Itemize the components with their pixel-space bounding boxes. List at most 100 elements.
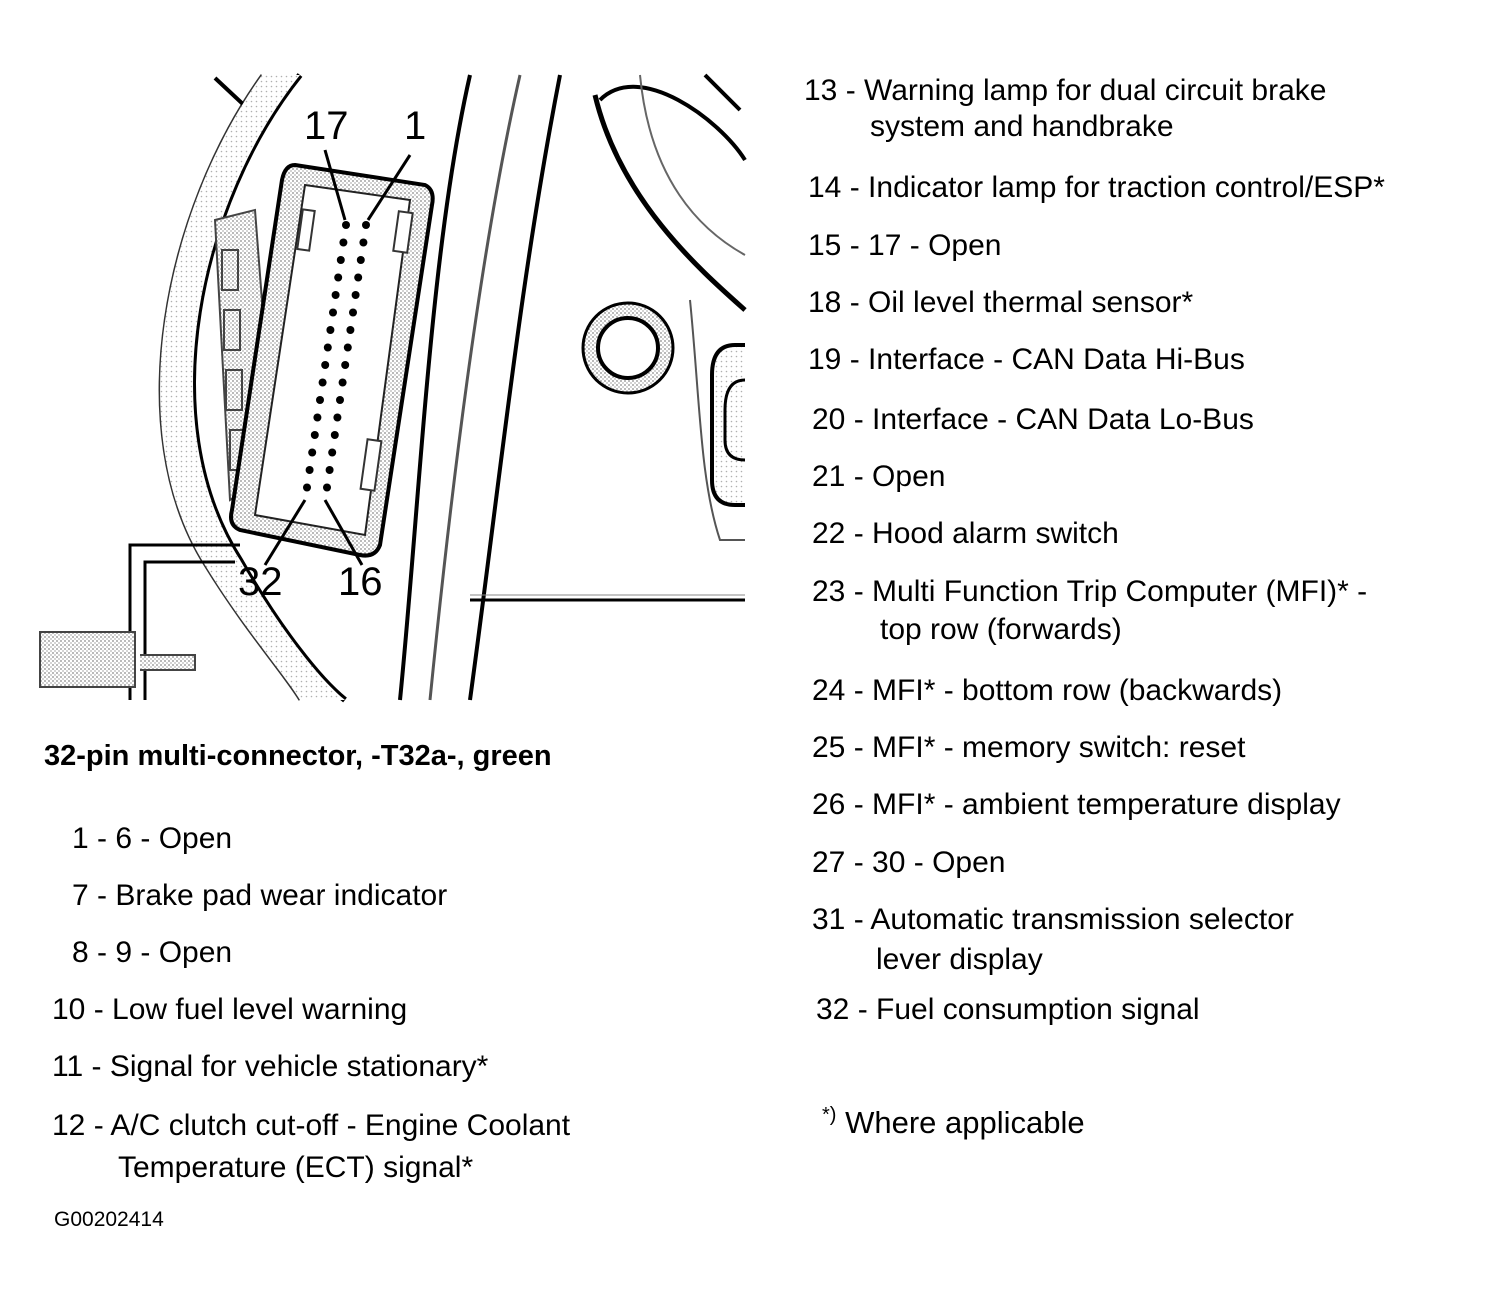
pin-dot xyxy=(346,326,355,334)
leader-lines xyxy=(263,149,412,566)
pin-dot xyxy=(334,273,343,282)
pin-item-1-6: 1 - 6 - Open xyxy=(72,822,233,855)
figure-id: G00202414 xyxy=(54,1208,164,1231)
pin-dot xyxy=(329,308,337,317)
callout-pin-17: 17 xyxy=(304,104,349,148)
pin-description: Signal for vehicle stationary* xyxy=(109,1050,489,1083)
pin-number: 18 xyxy=(808,286,842,319)
pin-description: Indicator lamp for traction control/ESP* xyxy=(868,171,1385,204)
pin-dot xyxy=(323,343,332,352)
pin-item-22: 22 - Hood alarm switch xyxy=(812,517,1119,550)
footnote: *) Where applicable xyxy=(822,1104,1085,1141)
pin-item-11: 11 - Signal for vehicle stationary* xyxy=(52,1050,489,1083)
pin-dot xyxy=(305,466,314,474)
pin-number: 11 xyxy=(52,1050,84,1083)
pin-number: 12 xyxy=(52,1109,86,1142)
pin-item-14: 14 - Indicator lamp for traction control… xyxy=(808,171,1385,204)
footnote-mark: *) xyxy=(822,1104,837,1126)
pin-dot xyxy=(336,396,344,404)
pin-description: Low fuel level warning xyxy=(112,993,408,1026)
pin-number: 7 xyxy=(72,879,89,912)
pin-dot xyxy=(343,343,352,352)
pin-dot xyxy=(308,448,317,457)
pin-number: 10 xyxy=(52,993,86,1026)
pin-dot xyxy=(356,256,365,264)
pin-description: Automatic transmission selector xyxy=(870,903,1294,936)
pin-item-20: 20 - Interface - CAN Data Lo-Bus xyxy=(812,403,1254,436)
pin-item-19: 19 - Interface - CAN Data Hi-Bus xyxy=(808,343,1245,376)
pin-description: Interface - CAN Data Lo-Bus xyxy=(872,403,1254,436)
pin-dot xyxy=(359,238,368,247)
pin-number: 8 - 9 xyxy=(72,936,133,969)
grommet xyxy=(581,301,675,395)
pin-dot xyxy=(338,378,347,387)
connector-pin-dots xyxy=(303,221,370,492)
pin-description: Brake pad wear indicator xyxy=(115,879,448,912)
pin-item-8-9: 8 - 9 - Open xyxy=(72,936,233,969)
pin-number: 20 xyxy=(812,403,846,436)
pin-description: Open xyxy=(872,460,946,493)
pin-dot xyxy=(330,431,339,439)
pin-item-27-30: 27 - 30 - Open xyxy=(812,846,1006,879)
pin-description: Oil level thermal sensor* xyxy=(868,286,1194,319)
pin-description-continued: top row (forwards) xyxy=(880,613,1122,646)
pin-number: 21 xyxy=(812,460,846,493)
pin-number: 24 xyxy=(812,674,846,707)
callout-pin-16: 16 xyxy=(338,560,383,604)
side-clip xyxy=(710,343,746,507)
pin-dot xyxy=(351,291,360,299)
pin-dot xyxy=(318,378,327,387)
connector-housing xyxy=(229,162,435,558)
pin-number: 32 xyxy=(816,993,850,1026)
pin-number: 22 xyxy=(812,517,846,550)
pin-item-7: 7 - Brake pad wear indicator xyxy=(72,879,448,912)
pin-number: 13 xyxy=(804,74,838,107)
pin-dot xyxy=(321,361,330,369)
pin-description: MFI* - memory switch: reset xyxy=(872,731,1246,764)
pin-description-continued: system and handbrake xyxy=(870,110,1174,143)
pin-item-12: 12 - A/C clutch cut-off - Engine Coolant… xyxy=(52,1109,571,1184)
pin-number: 26 xyxy=(812,788,846,821)
pin-item-15-17: 15 - 17 - Open xyxy=(808,229,1002,262)
pin-dot xyxy=(341,361,350,369)
pin-item-13: 13 - Warning lamp for dual circuit brake… xyxy=(804,74,1327,143)
pin-description: Open xyxy=(928,229,1002,262)
pin-description: Warning lamp for dual circuit brake xyxy=(864,74,1327,107)
pin-description: Open xyxy=(932,846,1006,879)
pin-dot xyxy=(333,413,342,422)
pin-dot xyxy=(303,483,311,492)
pin-dot xyxy=(349,308,357,317)
pin-item-32: 32 - Fuel consumption signal xyxy=(816,993,1200,1026)
pin-dot xyxy=(326,326,335,334)
pin-dot xyxy=(342,221,350,229)
pin-description: Open xyxy=(158,936,233,969)
pin-dot xyxy=(336,256,345,264)
pin-dot xyxy=(313,413,322,422)
pin-number: 31 xyxy=(812,903,846,936)
pin-dot xyxy=(316,396,324,404)
pin-dot xyxy=(331,291,340,299)
pin-dot xyxy=(323,483,331,492)
callout-pin-32: 32 xyxy=(238,560,283,604)
bracket xyxy=(39,543,240,700)
pin-dot xyxy=(328,448,337,457)
pin-item-18: 18 - Oil level thermal sensor* xyxy=(808,286,1194,319)
footnote-text: Where applicable xyxy=(845,1105,1085,1140)
pin-dot xyxy=(310,431,319,439)
pin-description: Hood alarm switch xyxy=(872,517,1119,550)
pin-item-31: 31 - Automatic transmission selector lev… xyxy=(812,903,1294,976)
pin-number: 19 xyxy=(808,343,842,376)
connector-title: 32-pin multi-connector, -T32a-, green xyxy=(44,740,552,772)
pin-description: Multi Function Trip Computer (MFI)* - xyxy=(872,575,1368,608)
pin-item-25: 25 - MFI* - memory switch: reset xyxy=(812,731,1246,764)
pin-item-10: 10 - Low fuel level warning xyxy=(52,993,408,1026)
pin-description: Interface - CAN Data Hi-Bus xyxy=(868,343,1245,376)
pin-dot xyxy=(325,466,334,474)
pin-description: MFI* - ambient temperature display xyxy=(872,788,1341,821)
callout-pin-1: 1 xyxy=(404,104,427,148)
pin-description: A/C clutch cut-off - Engine Coolant xyxy=(110,1109,571,1142)
pin-number: 23 xyxy=(812,575,846,608)
pin-dot xyxy=(362,221,370,229)
pin-dot xyxy=(354,273,363,282)
pin-item-26: 26 - MFI* - ambient temperature display xyxy=(812,788,1341,821)
